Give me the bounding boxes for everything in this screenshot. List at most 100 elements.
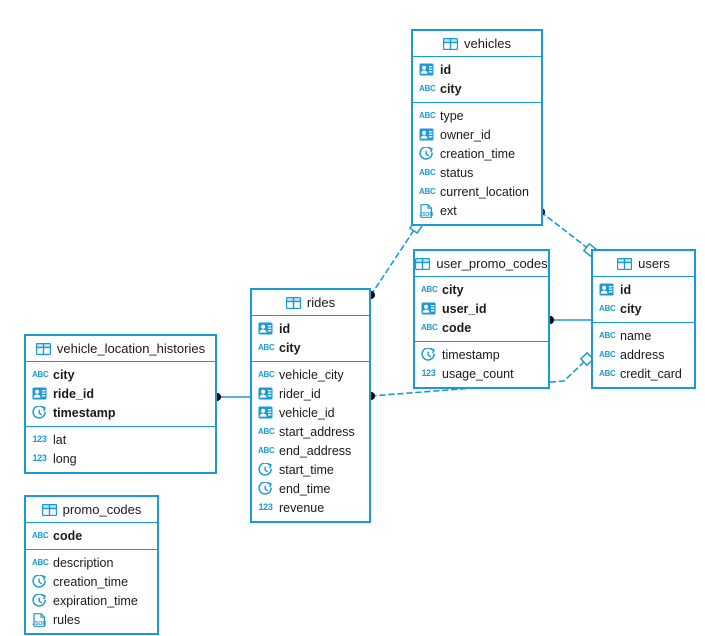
entity-field-row[interactable]: ABC city bbox=[26, 365, 215, 384]
field-name: code bbox=[442, 320, 472, 335]
entity-title-bar[interactable]: promo_codes bbox=[26, 497, 157, 523]
field-name: id bbox=[620, 282, 632, 297]
field-name: rules bbox=[53, 612, 81, 627]
field-name: city bbox=[440, 81, 462, 96]
field-name: code bbox=[53, 528, 83, 543]
entity-field-row[interactable]: timestamp bbox=[415, 345, 548, 364]
entity-field-row[interactable]: end_time bbox=[252, 479, 369, 498]
field-name: timestamp bbox=[53, 405, 116, 420]
field-name: end_time bbox=[279, 481, 331, 496]
entity-title-bar[interactable]: user_promo_codes bbox=[415, 251, 548, 277]
field-name: city bbox=[53, 367, 75, 382]
entity-field-row[interactable]: vehicle_id bbox=[252, 403, 369, 422]
entity-name: rides bbox=[306, 295, 336, 310]
field-name: vehicle_city bbox=[279, 367, 344, 382]
abc-icon: ABC bbox=[599, 369, 616, 378]
abc-icon: ABC bbox=[258, 343, 275, 352]
relationship-vlh-to-rides[interactable] bbox=[212, 392, 251, 402]
entity-field-row[interactable]: creation_time bbox=[413, 144, 541, 163]
abc-icon: ABC bbox=[419, 111, 436, 120]
svg-text:JSON: JSON bbox=[32, 620, 46, 626]
id-card-icon bbox=[421, 302, 436, 315]
id-card-icon bbox=[599, 283, 614, 296]
field-name: credit_card bbox=[620, 366, 682, 381]
entity-field-row[interactable]: creation_time bbox=[26, 572, 157, 591]
entity-title-bar[interactable]: vehicle_location_histories bbox=[26, 336, 215, 362]
abc-icon: ABC bbox=[32, 370, 49, 379]
abc-icon: ABC bbox=[599, 304, 616, 313]
field-name: owner_id bbox=[440, 127, 491, 142]
abc-icon: ABC bbox=[421, 285, 438, 294]
entity-title-bar[interactable]: rides bbox=[252, 290, 369, 316]
clock-icon bbox=[32, 593, 47, 608]
json-icon: JSON bbox=[32, 612, 47, 627]
clock-icon bbox=[421, 347, 436, 362]
field-name: city bbox=[442, 282, 464, 297]
clock-icon bbox=[419, 146, 434, 161]
entity-field-row[interactable]: ABC start_address bbox=[252, 422, 369, 441]
abc-icon: ABC bbox=[32, 558, 49, 567]
entity-field-row[interactable]: ride_id bbox=[26, 384, 215, 403]
entity-field-row[interactable]: rider_id bbox=[252, 384, 369, 403]
field-name: long bbox=[53, 451, 77, 466]
entity-field-row[interactable]: id bbox=[593, 280, 694, 299]
entity-field-row[interactable]: user_id bbox=[415, 299, 548, 318]
id-card-icon bbox=[32, 387, 47, 400]
field-name: ride_id bbox=[53, 386, 94, 401]
field-name: revenue bbox=[279, 500, 325, 515]
id-card-icon bbox=[258, 322, 273, 335]
table-grid-icon bbox=[617, 257, 633, 270]
number-icon: 123 bbox=[32, 434, 47, 444]
field-name: status bbox=[440, 165, 474, 180]
number-icon: 123 bbox=[421, 368, 436, 378]
clock-icon bbox=[32, 405, 47, 420]
entity-field-row[interactable]: owner_id bbox=[413, 125, 541, 144]
entity-field-row[interactable]: expiration_time bbox=[26, 591, 157, 610]
entity-field-row[interactable]: id bbox=[252, 319, 369, 338]
primary-key-section: ABC city ride_id timestamp bbox=[26, 362, 215, 427]
entity-field-row[interactable]: JSON rules bbox=[26, 610, 157, 629]
entity-title-bar[interactable]: users bbox=[593, 251, 694, 277]
entity-title-bar[interactable]: vehicles bbox=[413, 31, 541, 57]
entity-field-row[interactable]: ABC city bbox=[415, 280, 548, 299]
entity-field-row[interactable]: start_time bbox=[252, 460, 369, 479]
entity-field-row[interactable]: id bbox=[413, 60, 541, 79]
entity-field-row[interactable]: timestamp bbox=[26, 403, 215, 422]
clock-icon bbox=[258, 481, 273, 496]
relationship-upc-to-users[interactable] bbox=[545, 315, 592, 325]
abc-icon: ABC bbox=[258, 427, 275, 436]
field-name: start_address bbox=[279, 424, 355, 439]
entity-field-row[interactable]: ABC credit_card bbox=[593, 364, 694, 383]
